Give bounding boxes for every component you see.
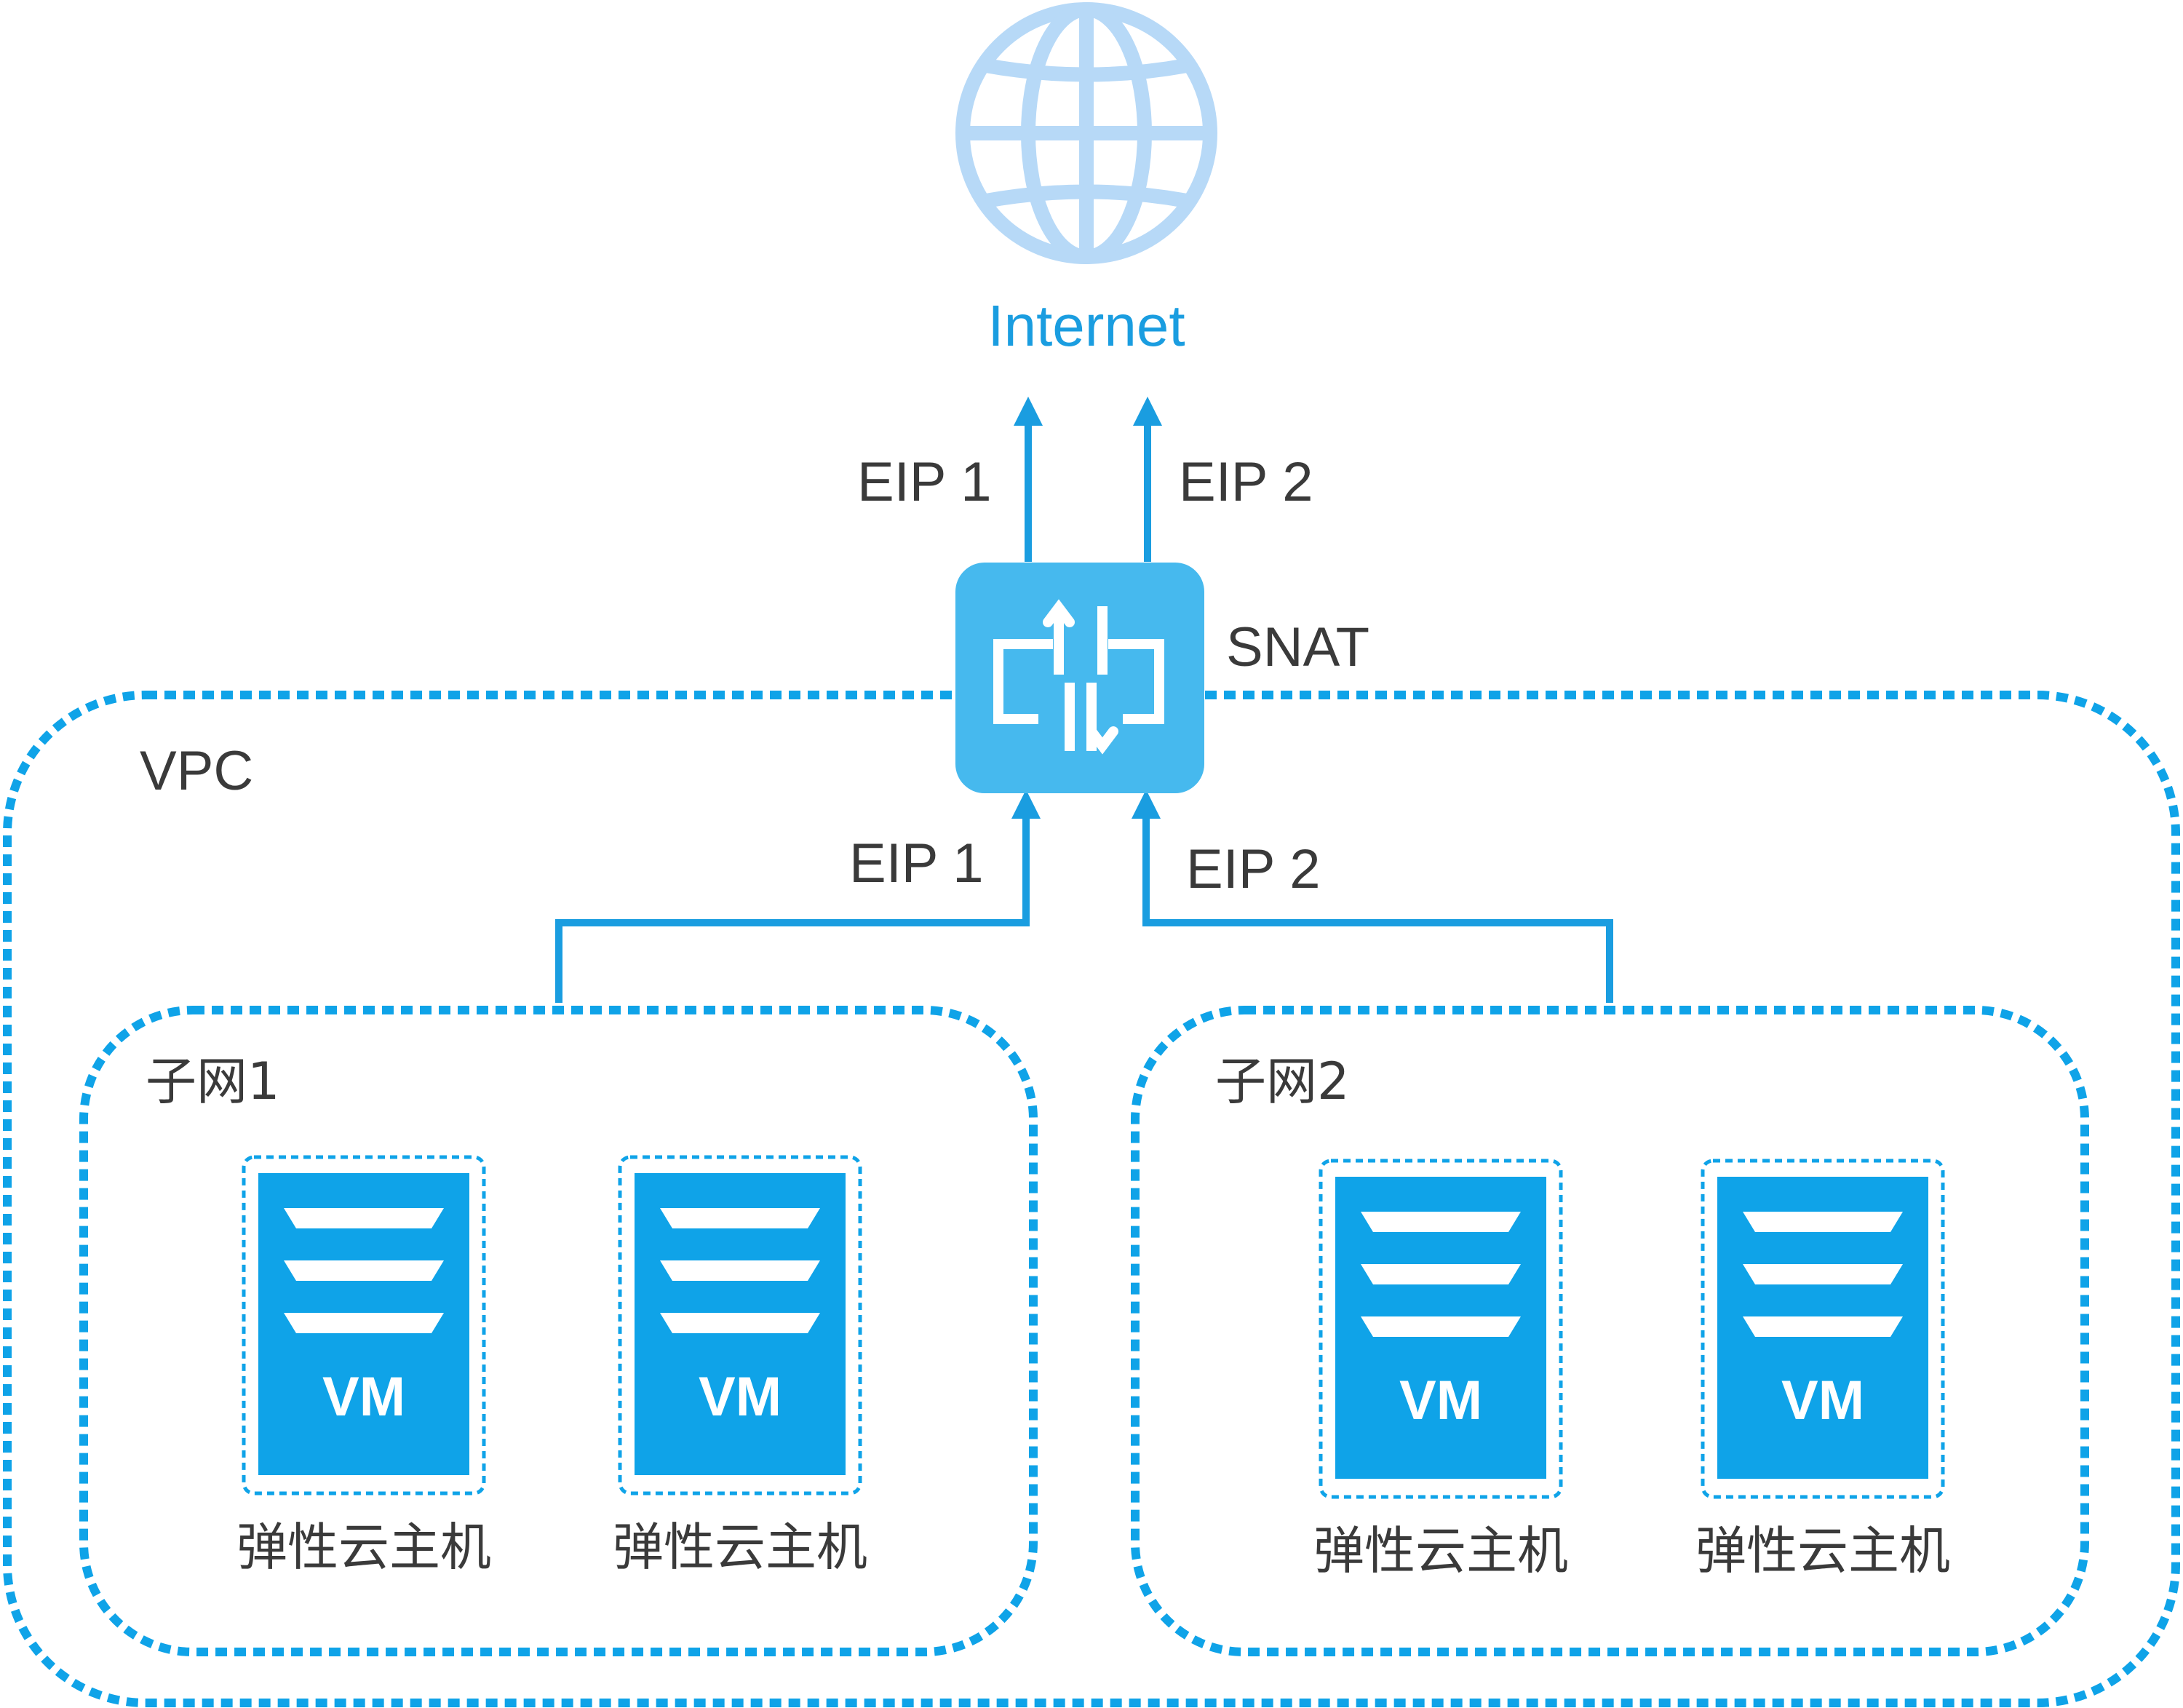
server-drive-bay bbox=[284, 1313, 444, 1333]
subnet-2-label: 子网2 bbox=[1215, 1052, 1350, 1111]
vm-caption: 弹性云主机 bbox=[1313, 1521, 1568, 1581]
snat-gateway[interactable] bbox=[955, 563, 1204, 793]
server-drive-bay bbox=[1361, 1212, 1521, 1232]
nat-gateway-icon bbox=[993, 599, 1164, 755]
server-drive-bay bbox=[1743, 1264, 1903, 1284]
server-drive-bay bbox=[1361, 1316, 1521, 1337]
server-drive-bay bbox=[284, 1260, 444, 1281]
subnet-2-boundary bbox=[1131, 1006, 2089, 1656]
internet-label: Internet bbox=[987, 293, 1185, 358]
vm-caption: 弹性云主机 bbox=[236, 1517, 491, 1577]
vm-tag: VM bbox=[1399, 1370, 1482, 1431]
globe-icon bbox=[955, 2, 1217, 264]
vm-card[interactable]: VM 弹性云主机 bbox=[236, 1155, 491, 1577]
server-drive-bay bbox=[1743, 1212, 1903, 1232]
vm-tag: VM bbox=[322, 1366, 405, 1428]
vm-card[interactable]: VM 弹性云主机 bbox=[613, 1155, 867, 1577]
vm-tag: VM bbox=[699, 1366, 782, 1428]
link-subnet-1-to-snat bbox=[555, 790, 1041, 1003]
server-drive-bay bbox=[660, 1208, 820, 1228]
server-drive-bay bbox=[1361, 1264, 1521, 1284]
link-label-up-left: EIP 1 bbox=[857, 451, 992, 513]
snat-label: SNAT bbox=[1226, 616, 1369, 678]
server-drive-bay bbox=[1743, 1316, 1903, 1337]
vpc-label: VPC bbox=[140, 740, 253, 802]
vm-layer: VM 弹性云主机 VM 弹性云主机 VM 弹性云主机 VM 弹性云主机 bbox=[236, 1155, 1950, 1581]
vm-card[interactable]: VM 弹性云主机 bbox=[1313, 1159, 1568, 1581]
link-label-in-right: EIP 2 bbox=[1186, 838, 1321, 900]
link-label-in-left: EIP 1 bbox=[849, 833, 984, 894]
link-label-up-right: EIP 2 bbox=[1179, 451, 1313, 513]
vm-tag: VM bbox=[1781, 1370, 1864, 1431]
subnet-1-boundary bbox=[79, 1006, 1038, 1656]
server-drive-bay bbox=[660, 1313, 820, 1333]
subnet-1-label: 子网1 bbox=[146, 1052, 280, 1111]
server-drive-bay bbox=[284, 1208, 444, 1228]
server-drive-bay bbox=[660, 1260, 820, 1281]
vm-caption: 弹性云主机 bbox=[613, 1517, 867, 1577]
link-subnet-2-to-snat bbox=[1132, 790, 1613, 1003]
vm-caption: 弹性云主机 bbox=[1695, 1521, 1950, 1581]
vm-card[interactable]: VM 弹性云主机 bbox=[1695, 1159, 1950, 1581]
